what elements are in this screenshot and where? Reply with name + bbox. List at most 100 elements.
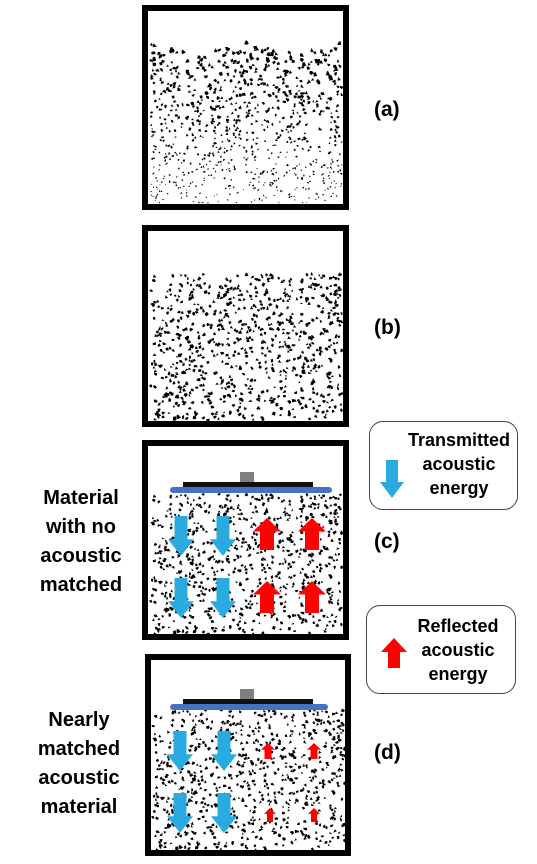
particle: [182, 371, 187, 375]
particle: [305, 493, 309, 497]
particle: [256, 584, 260, 588]
particle: [156, 801, 160, 805]
particle: [284, 513, 287, 517]
particle: [299, 571, 302, 574]
particle: [271, 182, 274, 185]
particle: [291, 729, 294, 733]
particle: [276, 298, 280, 302]
particle: [276, 105, 280, 110]
particle: [286, 163, 289, 167]
particle: [315, 830, 318, 834]
particle: [293, 140, 296, 143]
particle: [175, 108, 178, 111]
particle: [233, 165, 236, 169]
particle: [282, 584, 285, 587]
particle: [252, 313, 256, 318]
particle: [288, 169, 291, 172]
particle: [193, 581, 198, 584]
particle: [233, 142, 236, 145]
particle: [228, 374, 232, 379]
particle: [189, 355, 191, 360]
particle: [277, 791, 281, 794]
particle: [277, 90, 280, 93]
particle: [291, 613, 296, 618]
particle: [325, 741, 328, 744]
particle: [305, 273, 309, 277]
particle: [222, 400, 226, 403]
particle: [214, 734, 218, 738]
particle: [340, 392, 344, 396]
particle: [284, 506, 287, 510]
particle: [329, 596, 333, 599]
particle: [163, 594, 167, 598]
particle: [285, 94, 290, 97]
particle: [170, 523, 173, 526]
particle: [166, 548, 171, 552]
particle: [251, 153, 254, 156]
particle: [180, 122, 184, 125]
particle: [251, 418, 255, 421]
particle: [326, 590, 329, 594]
particle: [195, 526, 200, 530]
particle: [287, 809, 290, 812]
particle: [251, 95, 254, 100]
particle: [328, 177, 331, 179]
particle: [187, 843, 192, 846]
particle: [327, 377, 331, 380]
particle: [242, 297, 246, 301]
particle: [275, 733, 279, 738]
particle: [247, 554, 251, 557]
particle: [237, 306, 241, 311]
particle: [266, 120, 270, 124]
particle: [265, 110, 268, 114]
particle: [323, 163, 326, 167]
particle: [206, 577, 210, 581]
particle: [182, 778, 185, 782]
particle: [225, 290, 230, 294]
particle: [182, 388, 186, 392]
particle: [265, 493, 269, 497]
particle: [213, 142, 217, 145]
particle: [235, 201, 238, 204]
particle: [225, 278, 229, 282]
particle: [252, 522, 256, 526]
transmitted-arrow: [168, 578, 194, 618]
particle: [308, 560, 312, 565]
particle: [277, 276, 280, 281]
particle: [191, 788, 194, 792]
particle: [160, 332, 163, 335]
particle: [268, 156, 271, 160]
particle: [227, 786, 231, 790]
particle: [159, 92, 163, 96]
particle: [233, 124, 236, 128]
legend-reflected-text: Reflected acoustic energy: [403, 614, 513, 686]
particle: [204, 130, 208, 133]
particle: [198, 585, 202, 588]
particle: [319, 719, 323, 722]
particle: [178, 788, 181, 791]
particle: [295, 76, 299, 79]
particle: [248, 328, 252, 333]
particle: [203, 290, 207, 294]
particle: [194, 136, 197, 139]
particle: [329, 511, 333, 515]
particle: [328, 338, 332, 342]
particle: [209, 86, 213, 91]
particle: [318, 112, 322, 116]
particle: [333, 829, 337, 833]
particle: [253, 771, 257, 775]
particle: [158, 201, 161, 204]
particle: [266, 346, 269, 350]
particle: [169, 842, 173, 845]
particle: [333, 405, 337, 409]
particle: [308, 417, 312, 421]
particle: [203, 179, 206, 182]
particle: [329, 276, 333, 280]
transducer-knob: [240, 689, 254, 701]
particle: [333, 135, 337, 139]
particle: [263, 340, 267, 344]
particle: [213, 311, 216, 316]
particle: [271, 327, 275, 331]
particle: [245, 138, 249, 142]
particle: [261, 797, 265, 801]
